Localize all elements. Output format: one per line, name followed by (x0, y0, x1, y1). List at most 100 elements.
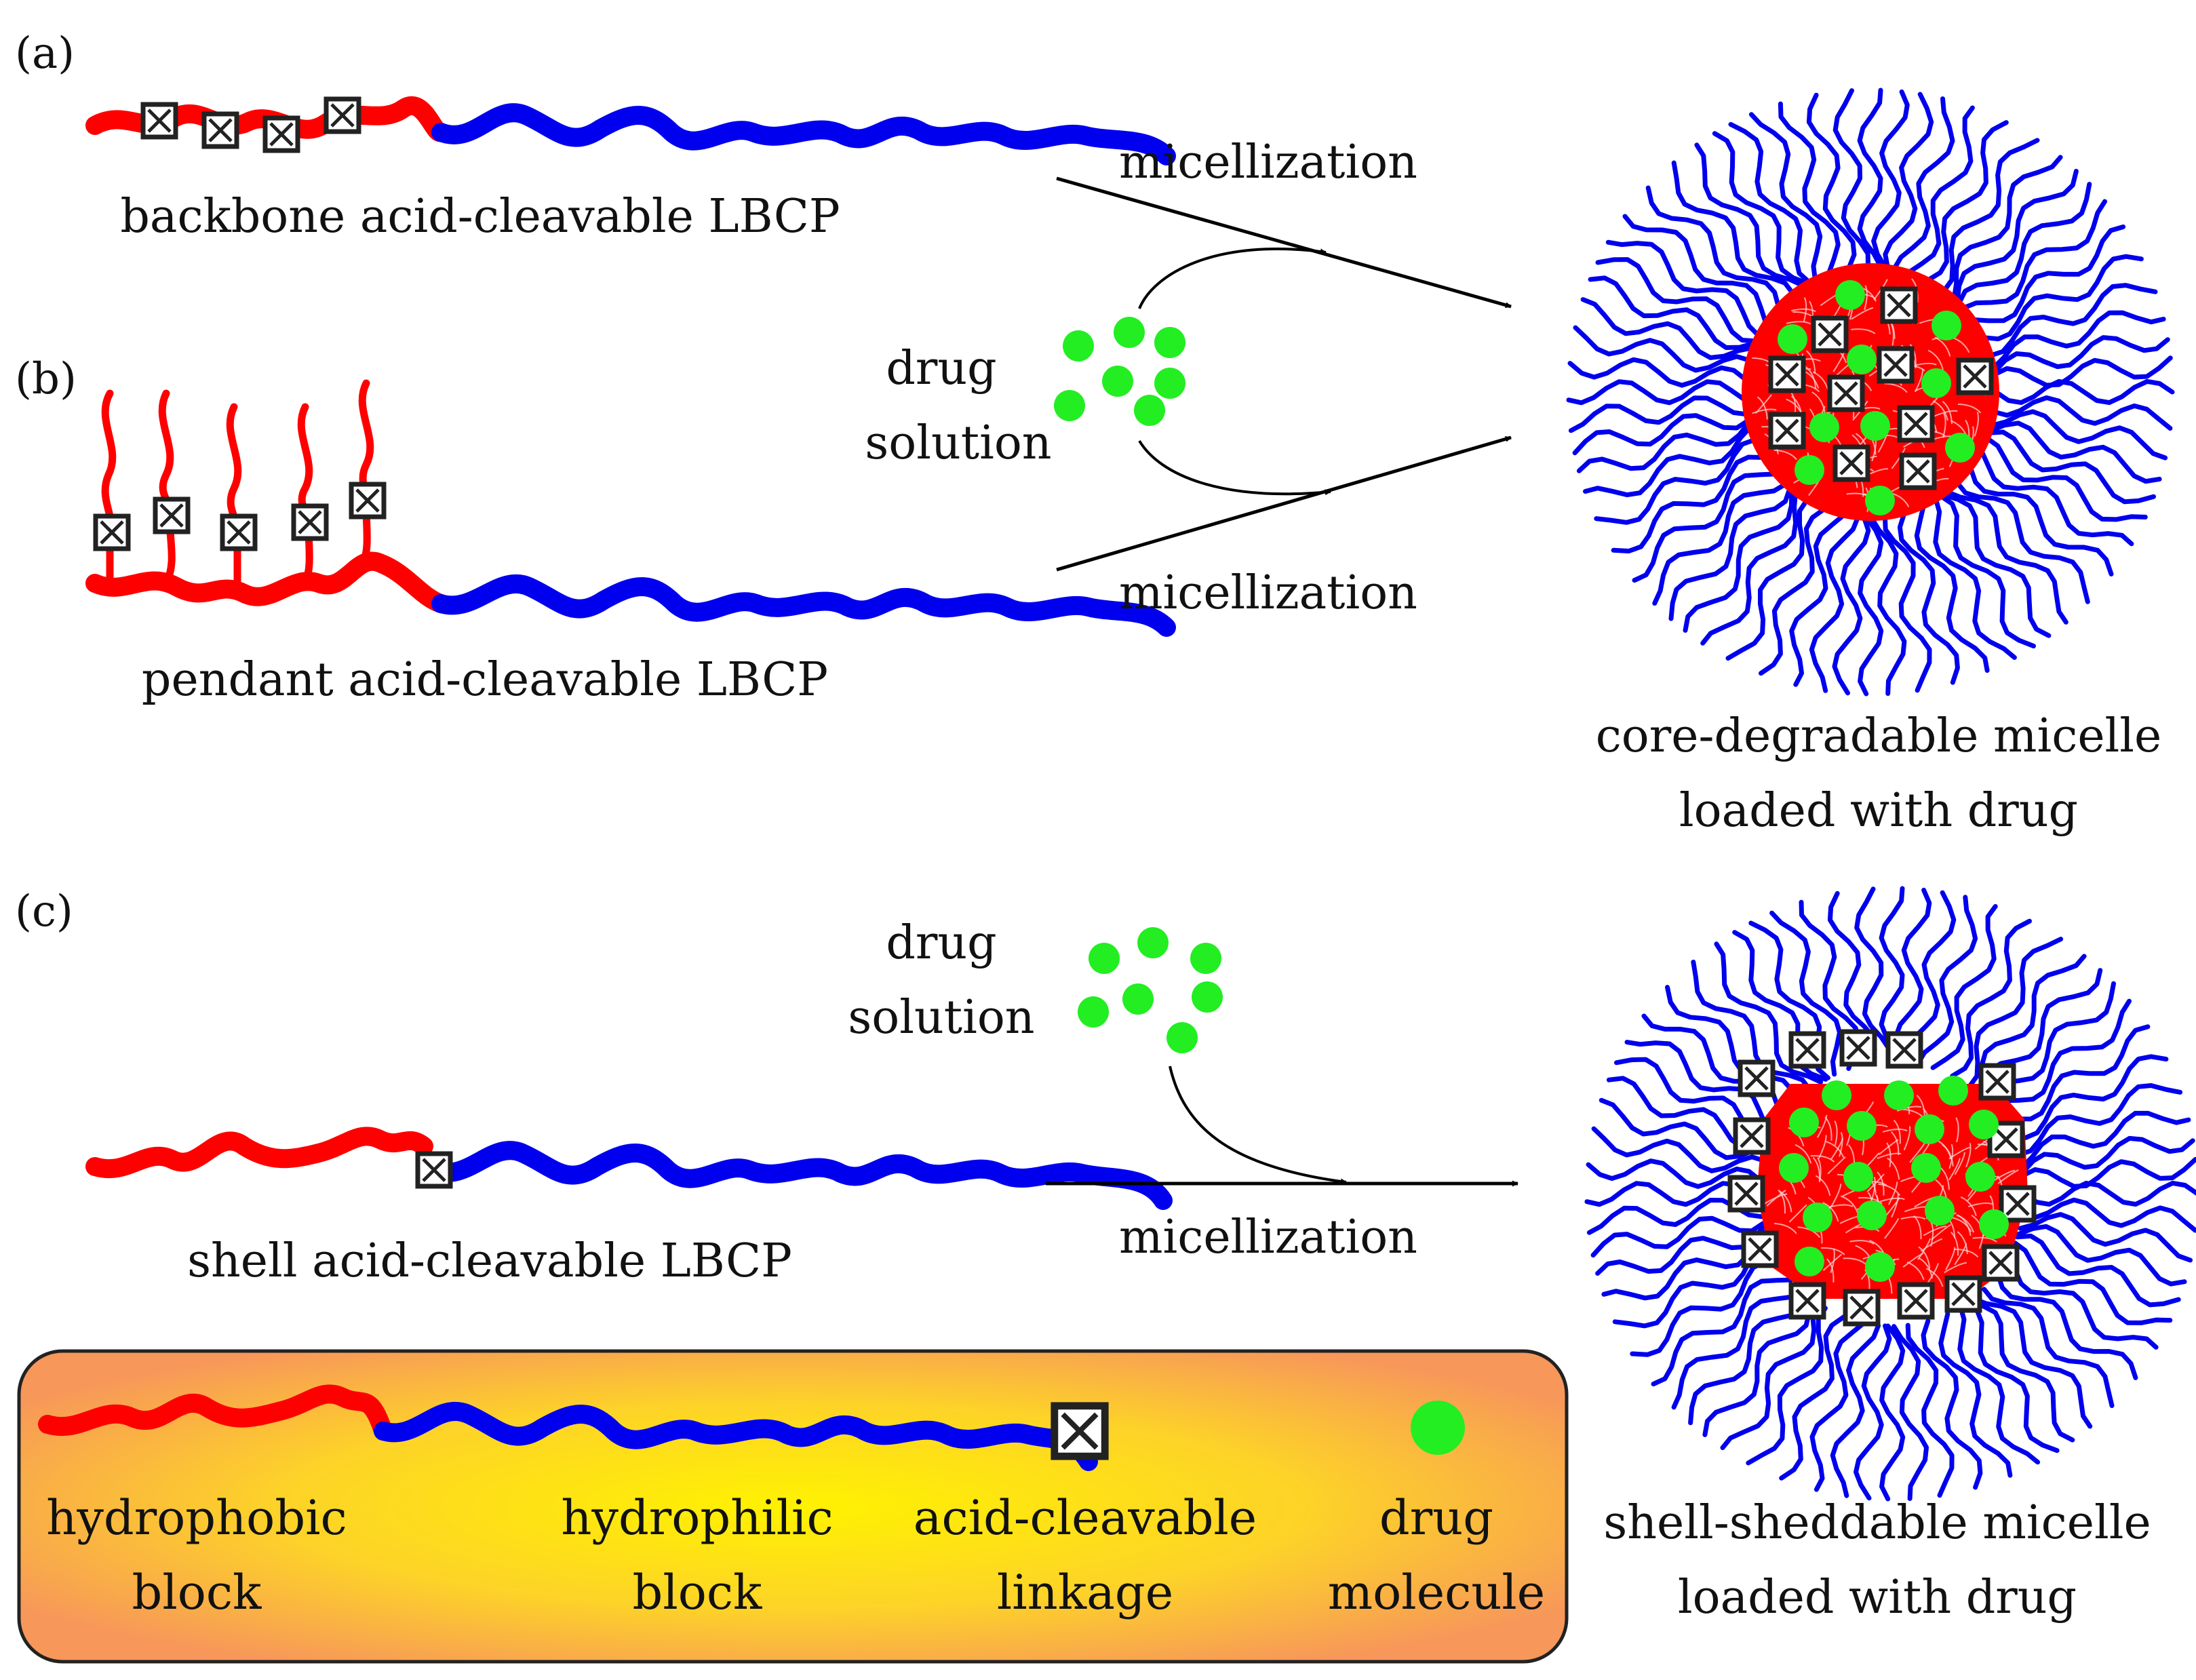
pendant-polymer-label: pendant acid-cleavable LBCP (142, 653, 828, 707)
legend-hydrophobic-label-2: block (132, 1565, 262, 1620)
pendant-linkage-4 (294, 506, 326, 539)
shell-micelle-linkage (1744, 1233, 1776, 1266)
legend-linkage-sample (1055, 1406, 1105, 1456)
drug-cluster-2 (1078, 927, 1223, 1053)
shell-micelle-linkage (1845, 1291, 1878, 1324)
core-micelle-label-1: core-degradable micelle (1596, 709, 2162, 763)
arrow-micellization-bottom (1057, 437, 1511, 570)
arrow-drug-merge-c (1170, 1066, 1346, 1182)
drug-molecule (1979, 1209, 2009, 1239)
legend-hydrophilic-label-1: hydrophilic (561, 1490, 833, 1546)
core-micelle-linkage (1900, 408, 1932, 440)
core-micelle-label-2: loaded with drug (1679, 784, 2078, 838)
drug-molecule (1078, 996, 1109, 1028)
drug-molecule (1925, 1196, 1955, 1226)
corona-chain (1569, 382, 1745, 403)
micellization-label-top: micellization (1119, 136, 1417, 189)
legend-hydrophobic-label-1: hydrophobic (46, 1490, 347, 1546)
drug-molecule (1795, 455, 1824, 485)
drug-molecule (1884, 1080, 1914, 1110)
legend-drug-sample (1411, 1401, 1465, 1455)
backbone-linkage-4 (326, 99, 359, 132)
core-micelle-linkage (1813, 318, 1846, 351)
drug-molecule (1779, 1153, 1809, 1183)
drug-solution-label-1a: drug (886, 342, 996, 395)
shell-micelle-linkage (1736, 1120, 1768, 1152)
corona-chain (1860, 90, 1881, 267)
drug-molecule (1114, 317, 1145, 348)
shell-micelle-linkage (1740, 1062, 1773, 1095)
drug-molecule (1190, 943, 1221, 974)
core-micelle-linkage (1902, 455, 1934, 488)
arrow-micellization-top (1057, 178, 1511, 307)
pendant-hydrophobic-side-3 (230, 407, 238, 532)
drug-molecule (1166, 1022, 1198, 1053)
drug-molecule (1860, 411, 1890, 441)
drug-molecule (1154, 368, 1185, 399)
corona-chain (1982, 451, 2132, 544)
shell-sheddable-micelle (1587, 888, 2196, 1499)
drug-molecule (1921, 368, 1951, 398)
panel-label-c: (c) (15, 886, 73, 937)
drug-molecule (1847, 1111, 1877, 1141)
drug-molecule (1969, 1110, 1999, 1139)
drug-molecule (1938, 1076, 1968, 1106)
drug-molecule (1803, 1203, 1832, 1232)
shell-micelle-linkage (2001, 1188, 2034, 1220)
shell-micelle-linkage (1842, 1032, 1875, 1064)
micellization-label-mid: micellization (1119, 566, 1417, 620)
shell-polymer-label: shell acid-cleavable LBCP (187, 1234, 792, 1288)
shell-micelle-linkage (1888, 1034, 1921, 1066)
drug-molecule (1843, 1162, 1873, 1192)
core-micelle-linkage (1883, 289, 1915, 321)
drug-molecule (1134, 395, 1165, 426)
shell-micelle-label-1: shell-sheddable micelle (1603, 1496, 2151, 1550)
corona-chain (1996, 381, 2172, 402)
corona-chain (2024, 1183, 2196, 1204)
shell-hydrophilic-block (434, 1150, 1163, 1200)
backbone-linkage-3 (265, 118, 298, 151)
legend: hydrophobic block hydrophilic block acid… (19, 1351, 1567, 1662)
drug-molecule (1795, 1247, 1824, 1276)
core-micelle-linkage (1835, 447, 1868, 480)
panel-label-b: (b) (15, 354, 77, 404)
backbone-linkage-1 (143, 104, 176, 137)
drug-molecule (1965, 1162, 1995, 1192)
drug-molecule (1932, 311, 1961, 340)
backbone-polymer (95, 99, 1166, 156)
legend-drug-label-2: molecule (1328, 1565, 1545, 1620)
pendant-hydrophobic-side-1 (105, 393, 113, 532)
corona-chain (1613, 457, 1763, 551)
pendant-linkage-1 (96, 516, 128, 549)
pendant-hydrophilic-block (441, 584, 1166, 627)
corona-chain (1957, 171, 2076, 301)
shell-micelle-linkage (1984, 1247, 2017, 1279)
c-micellization-arrows (1046, 1066, 1518, 1184)
drug-molecule (1054, 390, 1085, 421)
corona-chain (1731, 124, 1809, 282)
pendant-main-chain (95, 562, 441, 604)
core-micelle-linkage (1959, 360, 1991, 393)
arrow-drug-merge-bottom (1139, 441, 1331, 494)
corona-chain (1590, 278, 1754, 348)
shell-micelle-label-2: loaded with drug (1678, 1571, 2077, 1624)
core-micelle-linkage (1830, 377, 1862, 410)
drug-molecule (1865, 486, 1895, 515)
drug-molecule (1089, 943, 1120, 974)
corona-chain (1984, 256, 2142, 339)
shell-micelle-linkage (1791, 1285, 1824, 1317)
drug-molecule (1789, 1108, 1819, 1137)
shell-micelle-linkage (1791, 1034, 1824, 1066)
core-degradable-micelle (1569, 90, 2172, 694)
core-micelle-linkage (1879, 349, 1912, 381)
drug-molecule (1102, 366, 1133, 397)
corona-chain (1809, 95, 1854, 269)
shell-polymer (95, 1136, 1163, 1200)
panel-label-a: (a) (15, 28, 75, 79)
corona-chain (1632, 1262, 1780, 1354)
drug-molecule (1945, 433, 1975, 463)
drug-molecule (1835, 280, 1865, 310)
drug-molecule (1137, 927, 1169, 958)
drug-solution-label-2a: drug (886, 916, 996, 970)
